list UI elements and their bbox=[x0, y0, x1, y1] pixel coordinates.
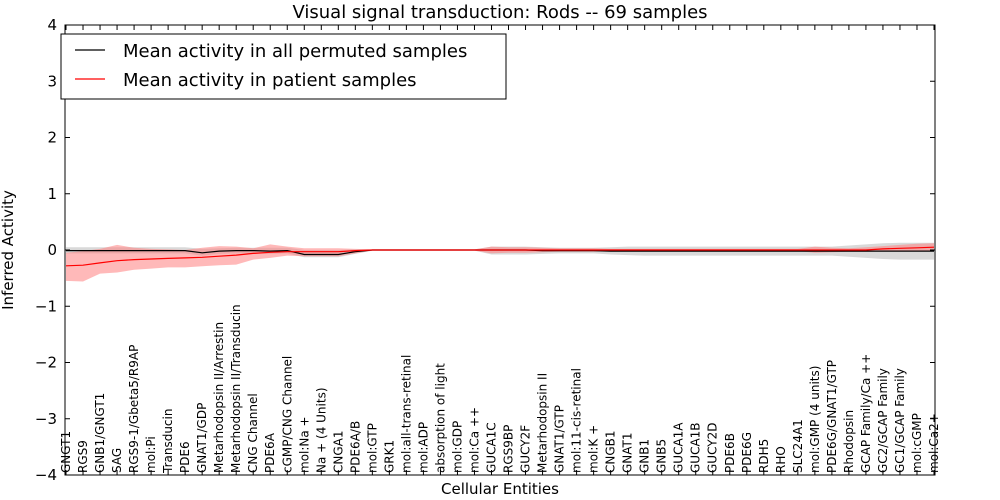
x-tick-label: PDE6A bbox=[263, 432, 277, 473]
confidence-band-1 bbox=[66, 243, 934, 282]
x-tick-label: PDE6G/GNAT1/GTP bbox=[825, 360, 839, 473]
series-lines bbox=[65, 246, 935, 267]
x-tick-label: RHO bbox=[774, 446, 788, 473]
confidence-bands bbox=[66, 242, 934, 282]
y-tick-label: −4 bbox=[35, 466, 57, 484]
legend-label-permuted: Mean activity in all permuted samples bbox=[123, 41, 467, 62]
y-tick-label: 4 bbox=[47, 16, 57, 34]
x-tick-label: Rhodopsin bbox=[842, 410, 856, 473]
x-tick-label: PDE6B bbox=[723, 433, 737, 473]
x-tick-label: mol:Ca ++ bbox=[468, 407, 482, 473]
x-tick-label: RGS9BP bbox=[502, 425, 516, 473]
x-tick-label: absorption of light bbox=[433, 363, 447, 473]
x-tick-label: mol:11-cis-retinal bbox=[570, 368, 584, 473]
x-tick-label: cGMP/CNG Channel bbox=[280, 356, 294, 473]
x-tick-label: mol:cGMP bbox=[910, 413, 924, 473]
x-tick-label: GUCY2D bbox=[706, 423, 720, 473]
x-tick-label: SLC24A1 bbox=[791, 419, 805, 473]
legend-box bbox=[60, 33, 507, 100]
x-tick-label: CNGA1 bbox=[331, 431, 345, 474]
x-tick-label: GUCA1C bbox=[485, 422, 499, 473]
x-tick-label: GNAT1 bbox=[621, 432, 635, 473]
x-tick-label: GNAT1/GTP bbox=[553, 405, 567, 473]
series-line-1 bbox=[65, 246, 935, 267]
x-tick-label: PDE6 bbox=[178, 441, 192, 473]
y-tick-label: 3 bbox=[47, 72, 57, 90]
x-tick-label: PDE6G bbox=[740, 432, 754, 473]
y-tick-label: 0 bbox=[47, 241, 57, 259]
x-tick-label: GC2/GCAP Family bbox=[876, 368, 890, 473]
x-tick-label: Metarhodopsin II bbox=[536, 373, 550, 473]
x-tick-label: GNAT1/GDP bbox=[195, 403, 209, 473]
y-tick-label: −3 bbox=[35, 410, 57, 428]
x-tick-label: GRK1 bbox=[382, 440, 396, 473]
y-tick-label: −1 bbox=[35, 297, 57, 315]
chart-title: Visual signal transduction: Rods -- 69 s… bbox=[292, 2, 707, 23]
x-tick-label: Metarhodopsin II/Arrestin bbox=[212, 322, 226, 473]
x-tick-label: GNGT1 bbox=[59, 431, 73, 473]
x-tick-label: GNB1 bbox=[638, 439, 652, 473]
x-tick-label: mol:Na + bbox=[297, 416, 311, 473]
x-tick-label: PDE6A/B bbox=[348, 421, 362, 473]
x-tick-label: Metarhodopsin II/Transducin bbox=[229, 304, 243, 473]
x-tick-label: mol:GTP bbox=[365, 423, 379, 473]
x-tick-label: GC1/GCAP Family bbox=[893, 368, 907, 473]
legend-label-patient: Mean activity in patient samples bbox=[123, 70, 417, 91]
x-tick-label: CNG Channel bbox=[246, 393, 260, 473]
x-tick-label: RGS9 bbox=[76, 440, 90, 473]
y-axis: −4 −3 −2 −1 0 1 2 3 4 bbox=[35, 16, 935, 484]
x-tick-label: CNGB1 bbox=[604, 430, 618, 473]
x-tick-label: GUCA1B bbox=[689, 422, 703, 473]
y-tick-label: −2 bbox=[35, 354, 57, 372]
y-axis-label: Inferred Activity bbox=[0, 190, 17, 310]
x-tick-label: mol:GDP bbox=[451, 421, 465, 473]
legend: Mean activity in all permuted samples Me… bbox=[60, 33, 507, 100]
x-tick-label: mol:K + bbox=[587, 425, 601, 473]
x-axis-label: Cellular Entities bbox=[441, 480, 559, 498]
x-tick-label: mol:all-trans-retinal bbox=[399, 355, 413, 473]
x-tick-label: mol:ADP bbox=[416, 422, 430, 473]
x-tick-label: SAG bbox=[110, 448, 124, 473]
y-tick-label: 1 bbox=[47, 185, 57, 203]
x-tick-label: GNB5 bbox=[655, 439, 669, 473]
x-tick-label: RDH5 bbox=[757, 439, 771, 473]
x-tick-label: GUCA1A bbox=[672, 422, 686, 473]
y-tick-label: 2 bbox=[47, 129, 57, 147]
x-tick-label: Na + (4 Units) bbox=[314, 387, 328, 473]
x-tick-label: GCAP Family/Ca ++ bbox=[859, 354, 873, 473]
x-tick-label: mol:GMP (4 units) bbox=[808, 366, 822, 473]
x-tick-label: RGS9-1/Gbeta5/R9AP bbox=[127, 345, 141, 473]
x-tick-label: mol:Pi bbox=[144, 436, 158, 473]
x-tick-label: GUCY2F bbox=[519, 425, 533, 473]
x-tick-label: Transducin bbox=[161, 409, 175, 474]
x-tick-label: GNB1/GNGT1 bbox=[93, 393, 107, 473]
x-tick-label: mol:Ca2+ bbox=[927, 413, 941, 473]
